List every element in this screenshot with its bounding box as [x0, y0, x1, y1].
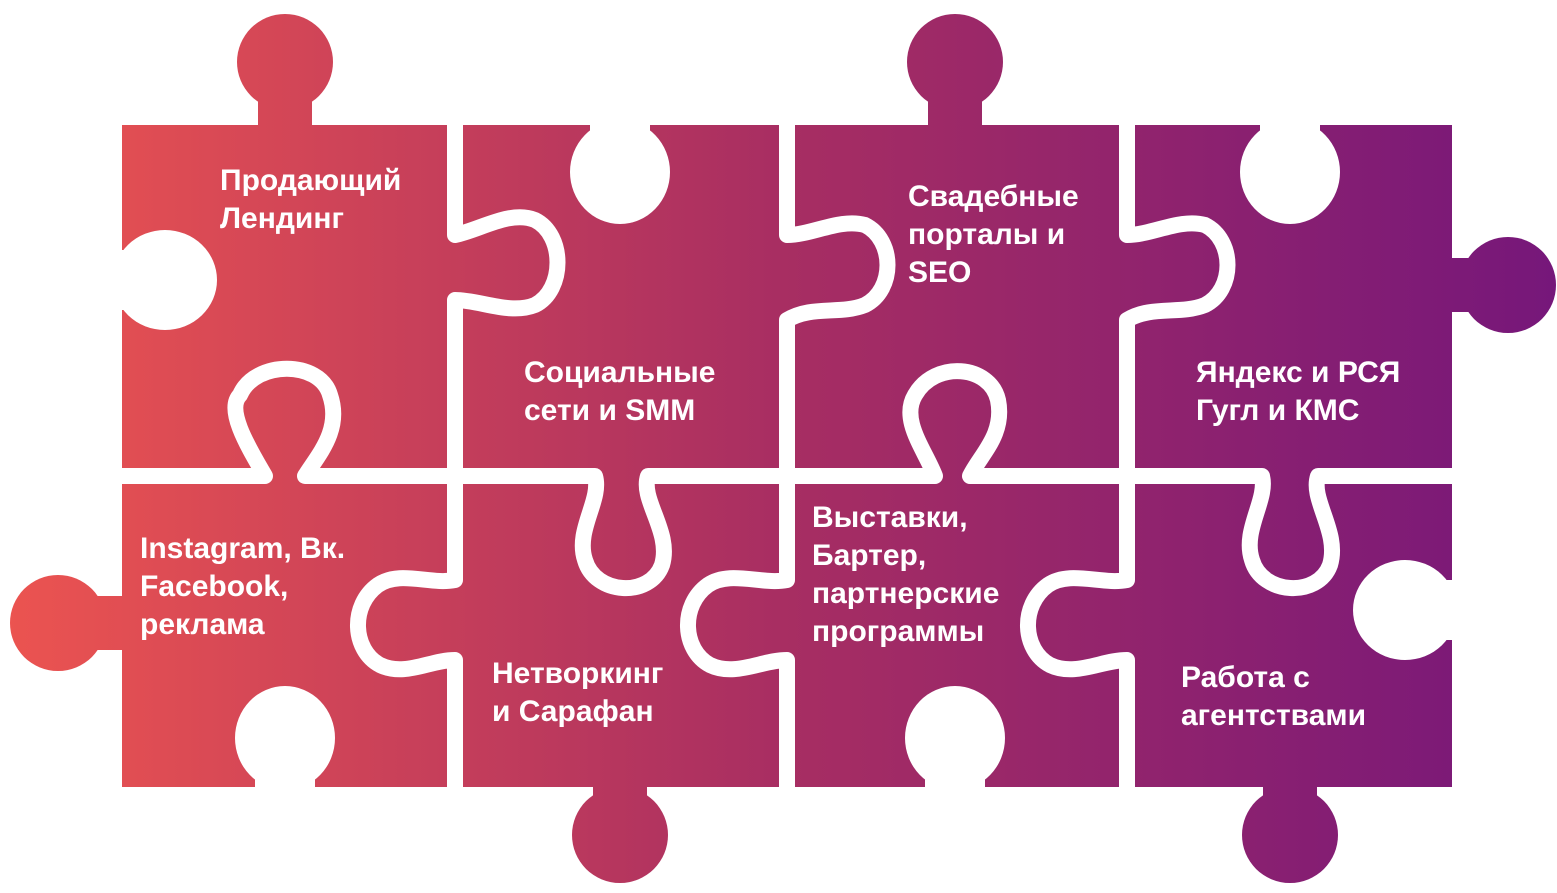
piece-label-line: Бартер,	[812, 539, 927, 572]
piece-label-line: Работа с	[1181, 661, 1310, 694]
piece-label-context-ads: Яндекс и РСЯ Гугл и КМС	[1196, 354, 1400, 430]
piece-label-exhibitions: Выставки, Бартер, партнерские программы	[812, 499, 999, 651]
piece-label-line: Нетворкинг	[492, 657, 664, 690]
piece-label-line: порталы и	[908, 218, 1066, 251]
piece-label-line: реклама	[140, 608, 265, 641]
piece-label-line: Гугл и КМС	[1196, 394, 1360, 427]
seam-vertical-1	[350, 117, 566, 795]
piece-label-wedding-portals: Свадебные порталы и SEO	[908, 178, 1079, 292]
piece-label-social: Социальные сети и SMM	[524, 354, 715, 430]
piece-label-social-ads: Instagram, Вк. Facebook, реклама	[140, 530, 345, 644]
piece-label-line: Свадебные	[908, 180, 1079, 213]
puzzle-seams	[114, 117, 1460, 795]
piece-label-line: Instagram, Вк.	[140, 532, 346, 565]
piece-label-line: Facebook,	[140, 570, 289, 603]
piece-label-networking: Нетворкинг и Сарафан	[492, 655, 663, 731]
piece-label-line: Яндекс и РСЯ	[1196, 356, 1401, 389]
piece-label-line: и Сарафан	[492, 695, 654, 728]
piece-label-landing: Продающий Лендинг	[220, 162, 401, 238]
piece-label-line: партнерские	[812, 577, 1000, 610]
piece-label-line: Продающий	[220, 164, 402, 197]
piece-label-agencies: Работа с агентствами	[1181, 659, 1366, 735]
piece-label-line: SEO	[908, 256, 972, 289]
piece-label-line: агентствами	[1181, 699, 1367, 732]
piece-label-line: программы	[812, 615, 985, 648]
seam-vertical-3	[1020, 117, 1236, 795]
piece-label-line: сети и SMM	[524, 394, 696, 427]
piece-label-line: Лендинг	[220, 202, 344, 235]
seam-vertical-2	[680, 117, 896, 795]
piece-label-line: Выставки,	[812, 501, 968, 534]
piece-label-line: Социальные	[524, 356, 716, 389]
